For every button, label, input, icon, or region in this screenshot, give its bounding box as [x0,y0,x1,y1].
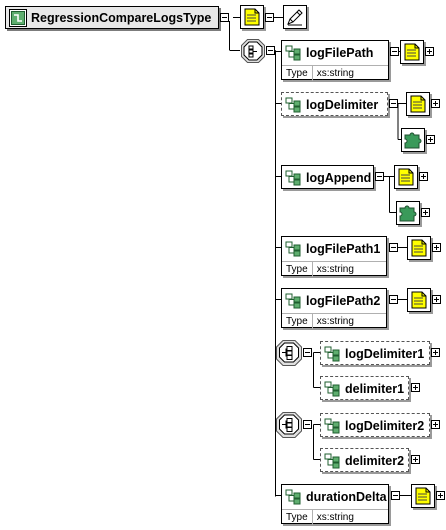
expand-toggle[interactable] [425,47,434,56]
log-file-path-2-toggle[interactable] [389,295,398,304]
choice-compositor-1[interactable] [275,339,303,367]
expand-toggle[interactable] [426,135,435,144]
documentation-icon [244,8,260,26]
log-file-path-documentation[interactable] [400,40,424,64]
element-icon [285,45,301,61]
choice-1-toggle[interactable] [303,348,312,357]
element-delimiter-1[interactable]: delimiter1 [320,376,409,400]
element-delimiter-2[interactable]: delimiter2 [320,448,409,472]
expand-toggle[interactable] [431,348,440,357]
choice-compositor-2[interactable] [275,411,303,439]
element-name: logFilePath2 [306,294,381,308]
root-collapse-toggle[interactable] [220,13,229,22]
type-value: xs:string [316,512,354,523]
documentation-icon [411,239,427,257]
expand-toggle[interactable] [436,491,445,500]
sequence-icon [241,39,265,63]
log-delimiter-documentation[interactable] [406,92,430,116]
element-name: durationDelta [306,490,387,504]
log-append-facet[interactable] [396,201,420,225]
element-name: delimiter1 [345,382,405,396]
log-append-documentation[interactable] [394,165,418,189]
log-file-path-2-documentation[interactable] [407,288,431,312]
log-file-path-1-documentation[interactable] [407,236,431,260]
expand-toggle[interactable] [411,383,420,392]
expand-toggle[interactable] [432,243,441,252]
documentation-icon [411,291,427,309]
type-label: Type [282,262,313,277]
element-log-delimiter[interactable]: logDelimiter [281,92,388,116]
duration-delta-documentation[interactable] [411,484,435,508]
element-name: logFilePath [306,46,374,60]
expand-toggle[interactable] [432,295,441,304]
choice-2-toggle[interactable] [303,420,312,429]
type-value: xs:string [316,68,354,79]
element-icon [285,170,301,186]
type-label: Type [282,314,313,329]
log-delimiter-facet[interactable] [401,128,425,152]
choice-icon [276,340,302,366]
root-doc-toggle[interactable] [265,13,274,22]
choice-icon [276,412,302,438]
element-log-append[interactable]: logAppend [281,165,374,189]
expand-toggle[interactable] [431,99,440,108]
puzzle-facet-icon [404,132,422,149]
element-name: logFilePath1 [306,242,381,256]
log-delimiter-toggle[interactable] [389,99,398,108]
element-log-delimiter-1[interactable]: logDelimiter1 [320,341,430,365]
log-append-toggle[interactable] [375,172,384,181]
expand-toggle[interactable] [431,420,440,429]
element-name: logDelimiter1 [345,347,425,361]
expand-toggle[interactable] [419,172,428,181]
sequence-collapse-toggle[interactable] [266,46,275,55]
documentation-icon [415,487,431,505]
complex-type-icon [9,8,27,27]
expand-toggle[interactable] [411,455,420,464]
element-log-delimiter-2[interactable]: logDelimiter2 [320,413,430,437]
log-file-path-toggle[interactable] [390,47,399,56]
log-file-path-1-toggle[interactable] [389,243,398,252]
element-icon [285,97,301,113]
element-icon [324,346,340,362]
element-name: logDelimiter [306,98,379,112]
type-value: xs:string [316,316,354,327]
documentation-icon [404,43,420,61]
element-name: delimiter2 [345,454,405,468]
element-name: logDelimiter2 [345,419,425,433]
element-icon [324,381,340,397]
type-label: Type [282,510,313,525]
documentation-icon [410,95,426,113]
appinfo-pencil-icon [287,9,303,26]
element-icon [324,453,340,469]
root-appinfo[interactable] [283,5,307,29]
element-icon [285,293,301,309]
root-complex-type[interactable]: RegressionCompareLogsType [5,6,219,29]
puzzle-facet-icon [399,205,417,222]
type-value: xs:string [316,264,354,275]
duration-delta-toggle[interactable] [391,491,400,500]
documentation-icon [398,168,414,186]
root-documentation[interactable] [240,5,264,29]
type-label: Type [282,66,313,81]
sequence-compositor[interactable] [240,38,266,64]
element-icon [324,418,340,434]
expand-toggle[interactable] [421,208,430,217]
element-icon [285,241,301,257]
element-icon [285,489,301,505]
element-name: logAppend [306,171,372,185]
root-type-name: RegressionCompareLogsType [31,10,212,25]
